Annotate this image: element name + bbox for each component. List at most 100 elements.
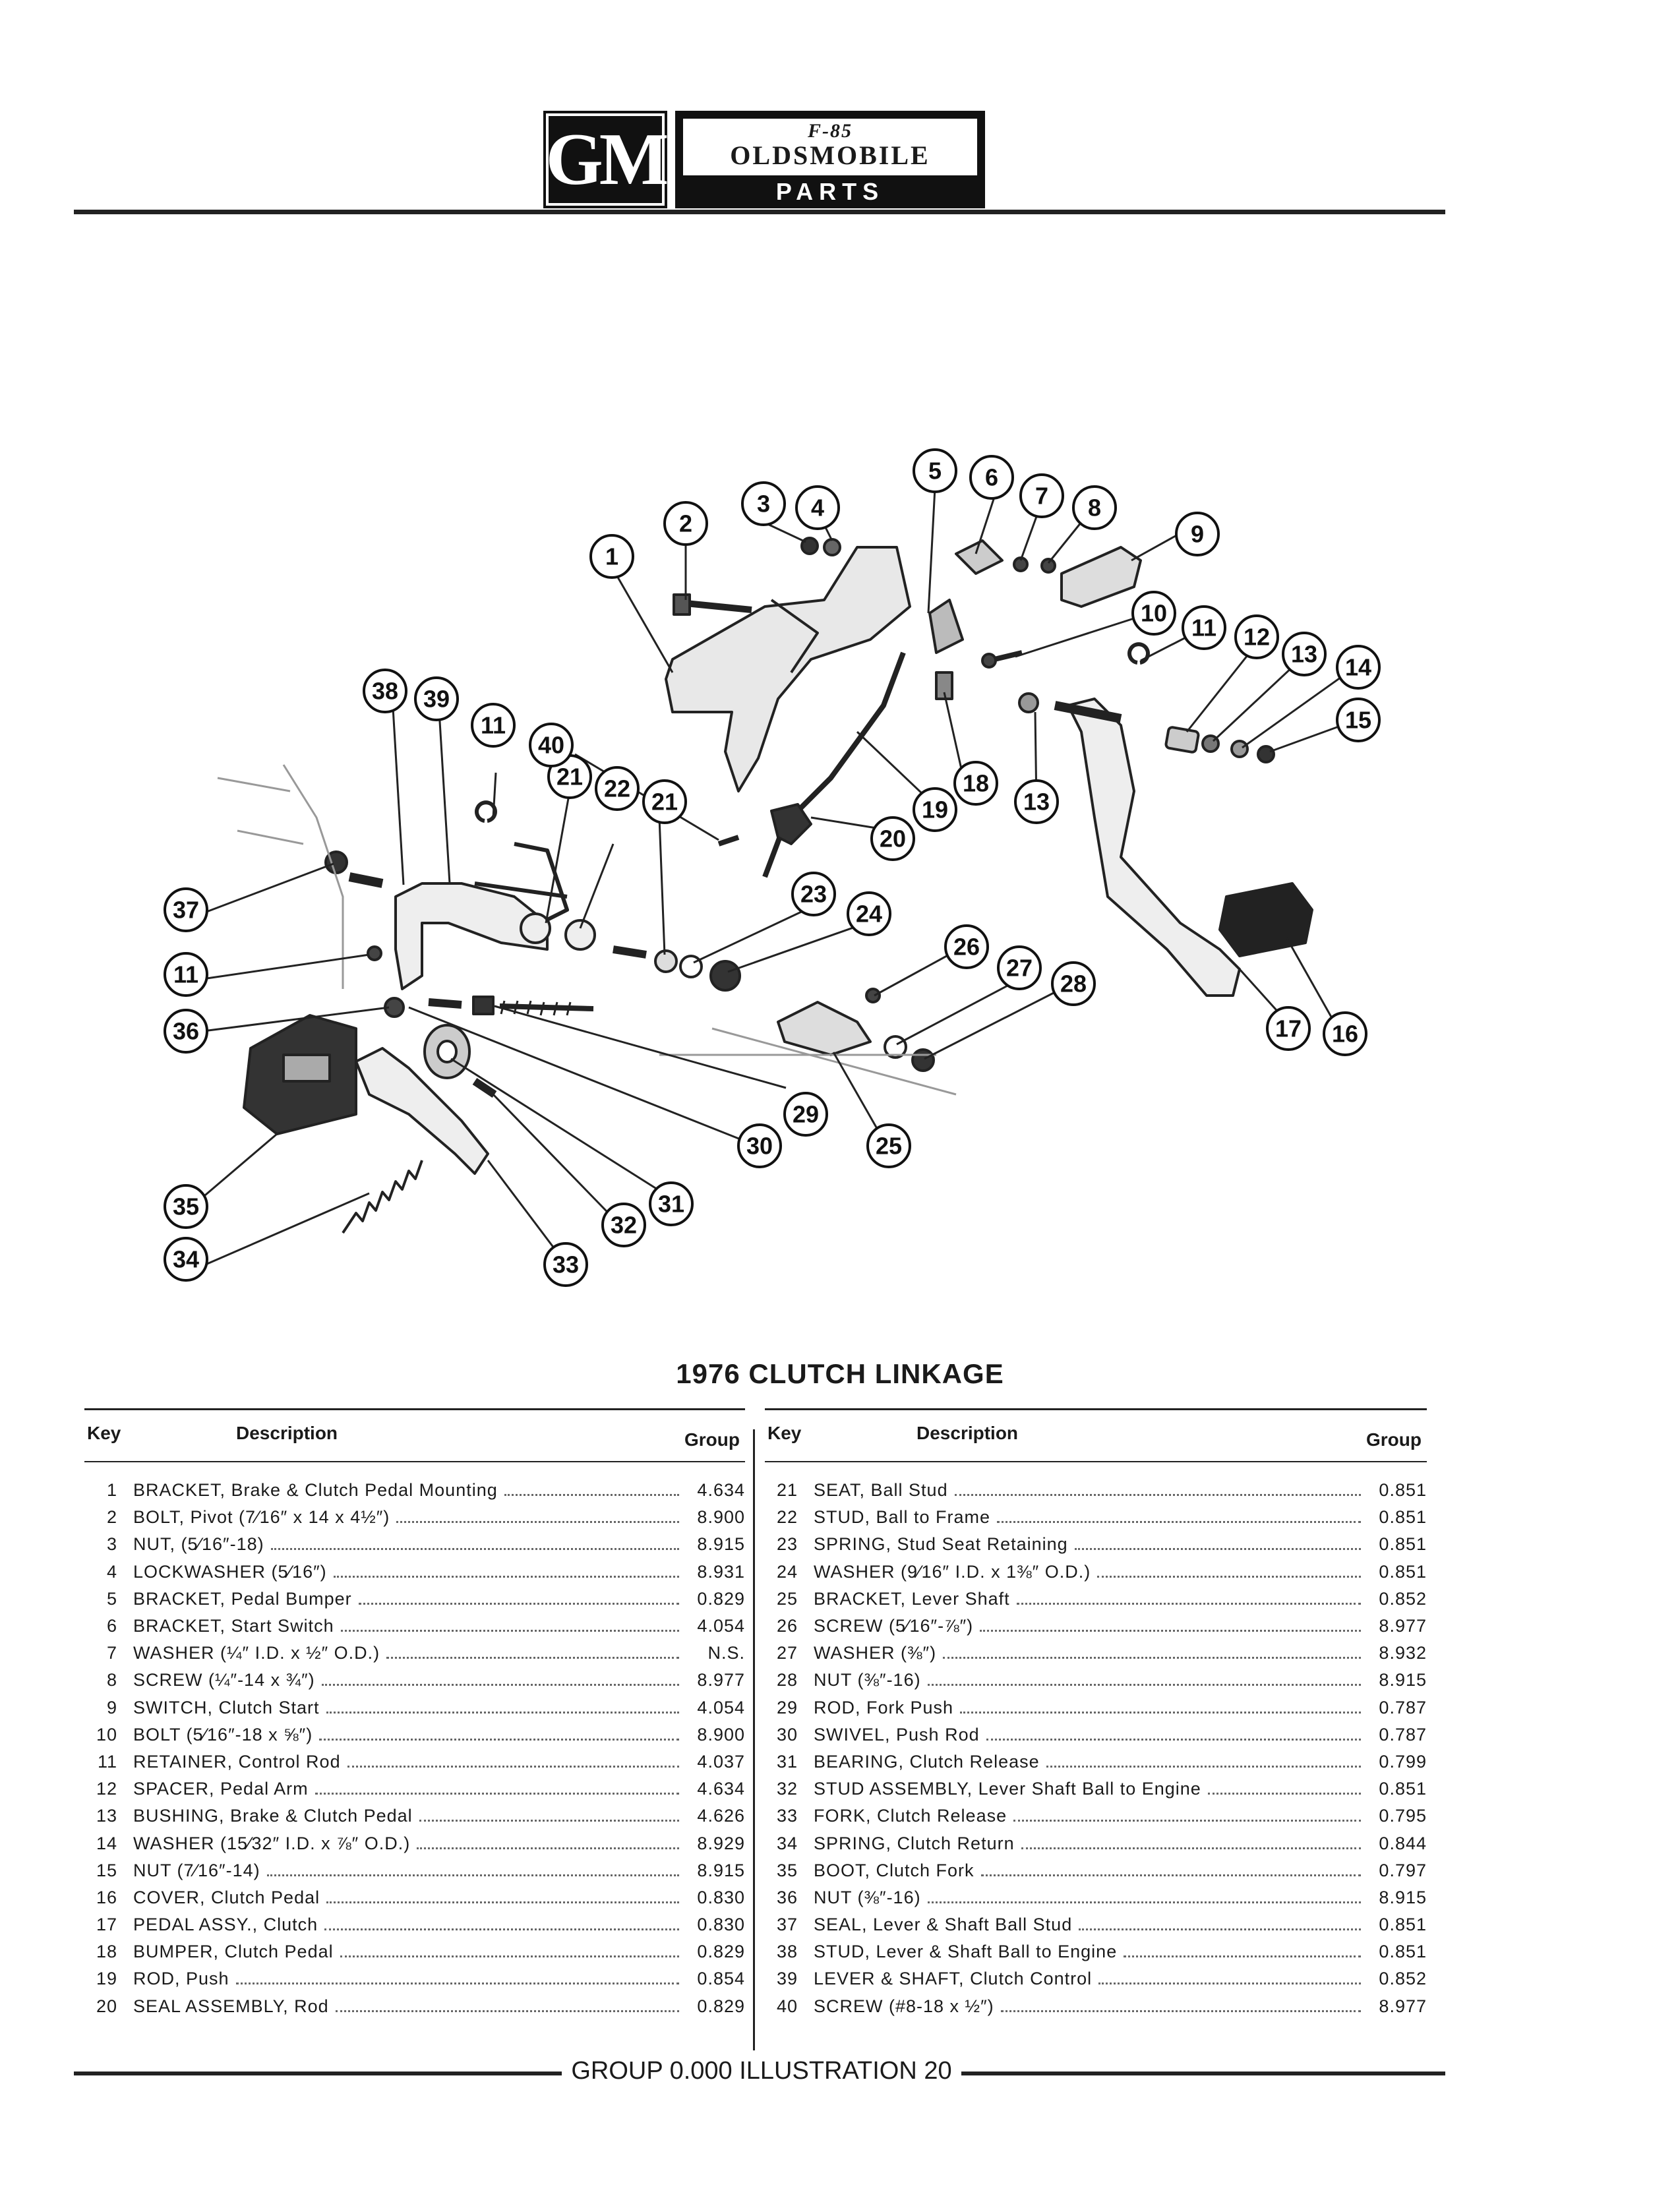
callout-9: 9 — [1175, 512, 1220, 556]
callout-36: 36 — [164, 1009, 208, 1054]
callout-23: 23 — [791, 872, 836, 916]
part-key: 40 — [776, 1996, 798, 2016]
part-description: NUT (⅜″-16) — [814, 1670, 921, 1690]
part-description: SPRING, Stud Seat Retaining — [814, 1534, 1068, 1555]
leader-dots — [986, 1738, 1361, 1741]
part-description-cell: SEAT, Ball Stud — [814, 1480, 1374, 1501]
part-group: 0.852 — [1379, 1588, 1427, 1609]
part-description: STUD, Ball to Frame — [814, 1507, 991, 1528]
callout-4: 4 — [795, 485, 840, 530]
part-description-cell: FORK, Clutch Release — [814, 1806, 1374, 1826]
part-description-cell: BRACKET, Pedal Bumper — [133, 1589, 692, 1609]
table-rule — [765, 1408, 1427, 1410]
part-description: SWITCH, Clutch Start — [133, 1697, 320, 1717]
leader-dots — [358, 1602, 679, 1605]
callout-27: 27 — [997, 945, 1042, 990]
part-group: 0.787 — [1379, 1724, 1427, 1744]
part-key: 1 — [106, 1480, 117, 1501]
callout-21-a: 21 — [547, 754, 592, 799]
catalogue-banner: F-85 OLDSMOBILE PARTS CATALOGUE — [675, 111, 985, 233]
callout-3: 3 — [741, 481, 786, 526]
callout-5: 5 — [913, 448, 957, 493]
part-group: 0.830 — [697, 1887, 745, 1907]
column-divider — [753, 1429, 755, 2050]
callout-13-top: 13 — [1282, 632, 1327, 676]
part-key: 19 — [96, 1969, 117, 1989]
svg-text:19: 19 — [922, 796, 948, 823]
leader-dots — [319, 1738, 679, 1741]
part-group: 0.830 — [697, 1915, 745, 1935]
part-key: 33 — [776, 1806, 798, 1826]
gm-logo-text: GM — [546, 113, 669, 206]
callout-37: 37 — [164, 887, 208, 932]
part-description: SCREW (#8-18 x ½″) — [814, 1996, 994, 2016]
callout-28: 28 — [1051, 961, 1096, 1006]
callout-11-top: 11 — [1182, 605, 1226, 650]
svg-text:11: 11 — [481, 712, 506, 739]
part-key: 6 — [106, 1616, 117, 1636]
svg-text:29: 29 — [793, 1101, 819, 1128]
svg-text:22: 22 — [604, 775, 630, 802]
part-description-cell: STUD, Lever & Shaft Ball to Engine — [814, 1942, 1374, 1962]
part-description-cell: WASHER (9⁄16″ I.D. x 1⅜″ O.D.) — [814, 1562, 1374, 1582]
svg-text:32: 32 — [611, 1212, 637, 1239]
part-group: 0.799 — [1379, 1751, 1427, 1772]
part-key: 38 — [776, 1942, 798, 1962]
part-group: 0.851 — [1379, 1915, 1427, 1935]
part-description: NUT (⅜″-16) — [814, 1887, 921, 1907]
leader-dots — [1098, 1982, 1361, 1985]
part-description-cell: WASHER (15⁄32″ I.D. x ⅞″ O.D.) — [133, 1833, 692, 1854]
leader-dots — [1079, 1928, 1361, 1931]
part-description: SEAL ASSEMBLY, Rod — [133, 1996, 329, 2016]
part-description-cell: NUT (7⁄16″-14) — [133, 1861, 692, 1881]
part-key: 36 — [776, 1887, 798, 1907]
callout-7: 7 — [1019, 473, 1064, 518]
part-key: 21 — [776, 1480, 798, 1501]
callout-39: 39 — [414, 676, 459, 721]
part-description: BEARING, Clutch Release — [814, 1751, 1040, 1772]
callout-15: 15 — [1336, 698, 1381, 742]
svg-text:37: 37 — [173, 897, 199, 924]
leader-dots — [326, 1901, 679, 1903]
part-key: 30 — [776, 1724, 798, 1744]
part-key: 11 — [97, 1751, 117, 1772]
callout-21-b: 21 — [642, 779, 687, 824]
part-key: 16 — [96, 1887, 117, 1907]
part-group: N.S. — [707, 1643, 745, 1663]
part-description-cell: BOLT, Pivot (7⁄16″ x 14 x 4½″) — [133, 1507, 692, 1528]
callout-10: 10 — [1131, 591, 1176, 636]
leader-dots — [324, 1928, 679, 1931]
part-description-cell: SPRING, Stud Seat Retaining — [814, 1534, 1374, 1555]
leader-dots — [1097, 1575, 1361, 1578]
part-description-cell: BUMPER, Clutch Pedal — [133, 1942, 692, 1962]
leader-dots — [954, 1494, 1361, 1497]
part-group: 0.851 — [1379, 1507, 1427, 1528]
part-key: 26 — [776, 1616, 798, 1636]
part-key: 28 — [776, 1670, 798, 1690]
part-description-cell: ROD, Push — [133, 1969, 692, 1989]
part-description: BRACKET, Lever Shaft — [814, 1588, 1010, 1609]
clutch-linkage-diagram: 1 2 3 4 5 6 7 8 9 10 11 12 13 14 15 16 1… — [164, 448, 1381, 1287]
part-key: 37 — [776, 1915, 798, 1935]
part-description-cell: STUD, Ball to Frame — [814, 1507, 1374, 1528]
part-group: 8.915 — [697, 1860, 745, 1880]
part-group: 0.787 — [1379, 1697, 1427, 1717]
footer-text: GROUP 0.000 ILLUSTRATION 20 — [571, 2057, 952, 2085]
part-key: 7 — [106, 1643, 117, 1663]
part-group: 0.797 — [1379, 1860, 1427, 1880]
part-description: SPRING, Clutch Return — [814, 1833, 1015, 1853]
svg-text:23: 23 — [800, 881, 827, 908]
header-key: Key — [87, 1423, 121, 1443]
part-description-cell: SWIVEL, Push Rod — [814, 1725, 1374, 1745]
part-description: LEVER & SHAFT, Clutch Control — [814, 1969, 1093, 1989]
